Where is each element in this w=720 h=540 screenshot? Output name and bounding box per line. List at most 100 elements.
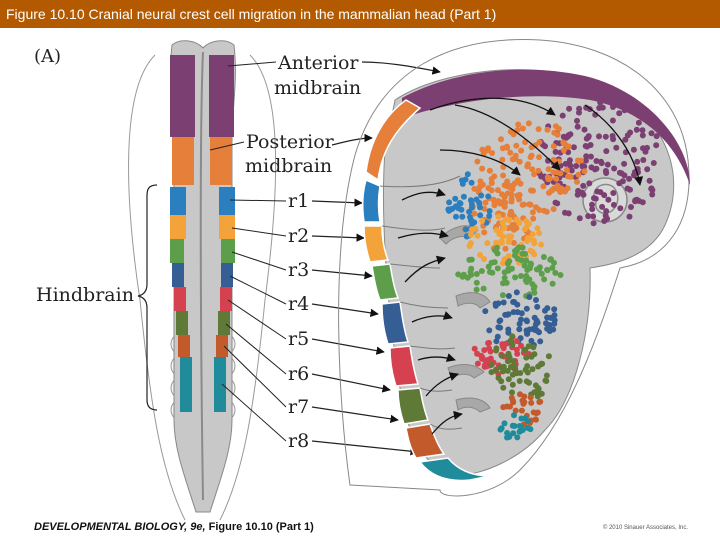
crest-cell-dot [550, 206, 557, 213]
crest-cell-dot [502, 245, 509, 252]
label-r8: r8 [288, 430, 309, 452]
crest-cell-dot [616, 180, 623, 187]
crest-cell-dot [512, 248, 518, 254]
label-r6: r6 [288, 363, 309, 385]
crest-cell-dot [503, 143, 510, 150]
crest-cell-dot [464, 274, 471, 281]
segment-r8-left [180, 357, 192, 412]
crest-cell-dot [534, 319, 541, 326]
crest-cell-dot [535, 126, 542, 133]
crest-cell-dot [466, 243, 473, 249]
crest-cell-dot [488, 187, 495, 194]
crest-cell-dot [521, 262, 528, 269]
crest-cell-dot [541, 276, 548, 283]
crest-cell-dot [504, 367, 511, 374]
crest-cell-dot [516, 320, 523, 327]
segment-r3-left [170, 239, 184, 263]
crest-cell-dot [510, 226, 517, 233]
crest-cell-dot [453, 213, 459, 220]
crest-cell-dot [485, 193, 492, 200]
crest-cell-dot [516, 326, 523, 333]
crest-cell-dot [523, 305, 530, 312]
crest-cell-dot [512, 407, 519, 414]
crest-cell-dot [509, 341, 516, 348]
diagram-stage: (A) [0, 28, 720, 540]
crest-cell-dot [474, 350, 481, 357]
book-citation: DEVELOPMENTAL BIOLOGY, 9e, Figure 10.10 … [34, 521, 314, 533]
crest-cell-dot [567, 131, 574, 138]
crest-cell-dot [500, 363, 507, 370]
crest-cell-dot [519, 250, 526, 257]
segment-r6-left [176, 311, 188, 335]
crest-cell-dot [538, 270, 545, 277]
crest-cell-dot [649, 191, 656, 198]
crest-cell-dot [505, 329, 512, 336]
crest-cell-dot [495, 187, 501, 194]
tube-segments [170, 55, 235, 412]
crest-cell-dot [486, 167, 493, 174]
crest-cell-dot [519, 201, 526, 208]
segment-r4-left [172, 263, 184, 287]
crest-cell-dot [493, 227, 500, 234]
crest-cell-dot [505, 233, 512, 240]
segment-r3-right [221, 239, 235, 263]
crest-cell-dot [576, 215, 583, 222]
crest-cell-dot [498, 352, 505, 359]
crest-cell-dot [632, 197, 639, 204]
crest-cell-dot [509, 333, 516, 340]
crest-cell-dot [508, 191, 515, 198]
segment-r5-right [220, 287, 232, 311]
crest-cell-dot [530, 215, 537, 222]
crest-cell-dot [491, 259, 498, 266]
crest-cell-dot [460, 193, 467, 200]
crest-cell-dot [534, 409, 541, 416]
crest-cell-dot [518, 310, 525, 317]
segment-r5-left [174, 287, 186, 311]
crest-cell-dot [494, 333, 501, 340]
crest-cell-dot [485, 263, 492, 270]
crest-cell-dot [501, 203, 508, 210]
crest-cell-dot [481, 229, 488, 236]
crest-cell-dot [644, 166, 651, 173]
crest-cell-dot [544, 126, 551, 133]
crest-cell-dot [487, 348, 494, 355]
crest-cell-dot [551, 306, 558, 313]
crest-cell-dot [473, 196, 480, 203]
crest-cell-dot [484, 147, 491, 154]
crest-cell-dot [531, 283, 538, 290]
segment-r7-right [216, 335, 228, 357]
tube-outline-right [219, 54, 277, 521]
crest-cell-dot [512, 152, 519, 159]
crest-cell-dot [574, 178, 580, 185]
segment-posterior-midbrain-left [172, 137, 194, 185]
crest-cell-dot [492, 367, 499, 374]
crest-cell-dot [559, 112, 566, 119]
crest-cell-dot [501, 225, 508, 232]
crest-cell-dot [491, 173, 498, 180]
crest-cell-dot [624, 185, 631, 192]
crest-cell-dot [609, 117, 616, 124]
label-r2: r2 [288, 225, 309, 247]
crest-cell-dot [501, 274, 508, 281]
hindbrain-bracket [137, 184, 158, 411]
crest-cell-dot [551, 129, 558, 136]
crest-cell-dot [577, 157, 584, 164]
crest-cell-dot [518, 342, 524, 349]
crest-cell-dot [550, 143, 557, 150]
crest-cell-dot [527, 260, 534, 267]
crest-cell-dot [550, 169, 557, 176]
crest-cell-dot [466, 208, 473, 215]
crest-cell-dot [473, 286, 480, 293]
crest-cell-dot [511, 252, 518, 259]
crest-cell-dot [576, 105, 583, 112]
crest-cell-dot [511, 299, 518, 305]
crest-cell-dot [503, 216, 509, 223]
crest-cell-dot [551, 259, 557, 266]
crest-cell-dot [522, 277, 529, 284]
crest-cell-dot [526, 379, 532, 386]
region-anterior-midbrain [402, 69, 690, 185]
crest-cell-dot [621, 172, 628, 179]
crest-cell-dot [589, 201, 595, 208]
crest-cell-dot [513, 289, 520, 296]
crest-cell-dot [525, 161, 532, 168]
